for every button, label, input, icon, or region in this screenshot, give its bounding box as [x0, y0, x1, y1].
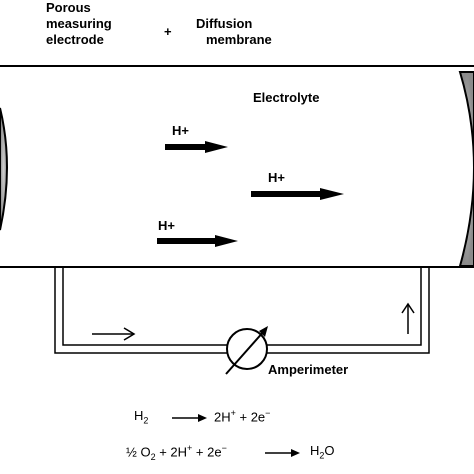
equation-2-product: H2O [310, 443, 335, 461]
equation-2-left: ½ O2 + 2H+ + 2e− [126, 443, 227, 462]
diffusion-membrane-label: Diffusion membrane [196, 16, 272, 48]
amperimeter-label: Amperimeter [268, 362, 349, 377]
diffusion-membrane-line-1: Diffusion [196, 16, 253, 31]
amperimeter-symbol [225, 326, 268, 375]
equation-1-left: H2 [134, 408, 149, 426]
diffusion-membrane-line-2: membrane [206, 32, 272, 47]
current-arrow-right [92, 327, 136, 341]
ion-label-2: H+ [268, 170, 285, 185]
electrolyte-label: Electrolyte [253, 90, 320, 105]
current-arrow-up [401, 302, 415, 334]
right-electrode [458, 71, 474, 267]
left-electrode [0, 107, 8, 231]
ion-arrow-3 [157, 235, 238, 247]
ion-arrow-1 [165, 141, 228, 153]
plus-sign: + [164, 24, 172, 39]
equation-1-right: 2H+ + 2e− [214, 408, 271, 425]
porous-electrode-line-2: measuring [46, 16, 112, 31]
porous-electrode-line-3: electrode [46, 32, 104, 47]
reaction-arrow-1 [172, 414, 207, 422]
ion-label-1: H+ [172, 123, 189, 138]
ion-label-3: H+ [158, 218, 175, 233]
reaction-arrow-2 [265, 449, 300, 457]
ion-arrow-2 [251, 188, 344, 200]
porous-electrode-line-1: Porous [46, 0, 91, 15]
porous-electrode-label: Porous measuring electrode [46, 0, 112, 48]
